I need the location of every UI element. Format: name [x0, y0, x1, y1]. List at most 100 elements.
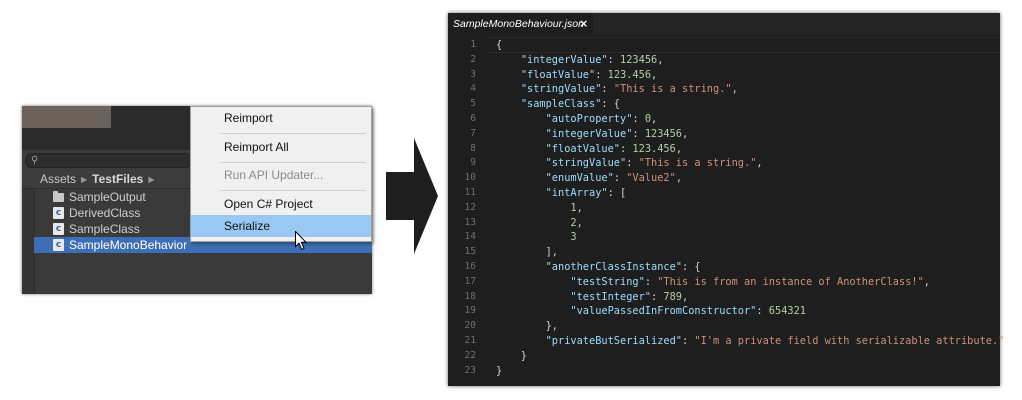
search-input[interactable]: ⚲: [25, 153, 192, 168]
code-line: 22 }: [448, 349, 1000, 364]
code-text: "autoProperty": 0,: [496, 112, 658, 127]
code-token: "floatValue": [545, 142, 621, 155]
code-token: "autoProperty": [545, 112, 633, 125]
code-token: ,: [675, 142, 683, 155]
menu-item-reimport-all[interactable]: Reimport All: [191, 136, 371, 158]
breadcrumb-chevron-icon: ▶: [81, 175, 88, 184]
asset-label: SampleOutput: [69, 190, 146, 204]
line-number: 6: [470, 112, 476, 124]
tab-samplemonobehaviour-json[interactable]: SampleMonoBehaviour.json ×: [448, 13, 593, 35]
code-text: "testString": "This is from an instance …: [496, 275, 930, 290]
code-token: :: [601, 83, 614, 96]
menu-item-serialize[interactable]: Serialize: [191, 215, 371, 237]
menu-item-run-api-updater[interactable]: Run API Updater...: [191, 164, 371, 186]
code-line: 17 "testString": "This is from an instan…: [448, 275, 1000, 290]
code-token: ,: [651, 112, 658, 125]
code-line: 13 2,: [448, 216, 1000, 231]
line-number: 8: [470, 142, 476, 154]
menu-item-open-csharp-project[interactable]: Open C# Project: [191, 193, 371, 215]
code-token: "This is a string.": [613, 83, 732, 96]
line-number: 17: [464, 275, 476, 287]
code-text: "anotherClassInstance": {: [496, 260, 701, 275]
line-number: 4: [470, 83, 476, 95]
search-icon: ⚲: [31, 155, 39, 166]
code-token: "Value2": [626, 172, 676, 185]
line-number: 16: [464, 260, 476, 272]
code-token: [496, 54, 521, 66]
code-token: "sampleClass": [520, 98, 602, 111]
code-text: ],: [496, 245, 558, 260]
asset-row[interactable]: c DerivedClass: [34, 205, 372, 221]
line-number: 22: [464, 349, 476, 361]
code-token: ,: [756, 157, 763, 170]
breadcrumb-assets[interactable]: Assets: [40, 172, 77, 186]
code-token: {: [496, 39, 503, 51]
code-text: "valuePassedInFromConstructor": 654321: [496, 304, 806, 319]
code-area[interactable]: 1{2 "integerValue": 123456,3 "floatValue…: [448, 38, 1005, 378]
code-token: "anotherClassInstance": [545, 260, 682, 273]
line-number: 19: [464, 305, 476, 317]
code-token: :: [682, 334, 695, 347]
code-line: 12 1,: [448, 201, 1000, 216]
csharp-script-icon: c: [53, 223, 64, 235]
code-token: "enumValue": [545, 172, 614, 185]
code-token: [496, 143, 546, 155]
code-token: "privateButSerialized": [545, 334, 682, 347]
code-line: 6 "autoProperty": 0,: [448, 112, 1000, 127]
line-number: 3: [470, 68, 476, 80]
code-token: ,: [576, 201, 583, 214]
code-text: }: [496, 349, 527, 364]
csharp-script-icon: c: [53, 207, 64, 219]
code-token: 0: [644, 112, 652, 125]
code-token: 1: [570, 201, 577, 214]
code-token: "floatValue": [520, 68, 596, 81]
code-token: [496, 217, 570, 229]
code-token: [496, 98, 521, 110]
code-token: "integerValue": [545, 127, 633, 140]
code-token: "testString": [570, 275, 645, 288]
code-token: "stringValue": [545, 157, 627, 170]
code-text: 1,: [496, 201, 583, 216]
code-token: [496, 276, 570, 288]
code-text: "stringValue": "This is a string.",: [496, 82, 738, 97]
code-line: 9 "stringValue": "This is a string.",: [448, 156, 1000, 171]
code-token: ],: [496, 246, 558, 259]
csharp-script-icon: c: [53, 239, 64, 251]
code-token: [496, 291, 570, 303]
code-token: [496, 202, 570, 214]
code-token: 123456: [620, 53, 658, 66]
code-line: 7 "integerValue": 123456,: [448, 127, 1000, 142]
code-token: :: [651, 290, 664, 303]
code-line: 15 ],: [448, 245, 1000, 260]
line-number: 5: [470, 98, 476, 110]
close-icon[interactable]: ×: [579, 17, 589, 30]
tab-title: SampleMonoBehaviour.json: [453, 18, 584, 30]
code-token: :: [632, 112, 645, 125]
code-token: }: [496, 349, 527, 362]
code-token: 2: [570, 216, 577, 229]
code-token: "stringValue": [520, 83, 602, 96]
code-token: "This is a string.": [638, 157, 757, 170]
line-number: 14: [464, 231, 476, 243]
menu-item-reimport[interactable]: Reimport: [191, 107, 371, 129]
code-token: [496, 261, 546, 273]
code-token: [496, 128, 546, 140]
line-number: 1: [470, 39, 476, 50]
code-text: "integerValue": 123456,: [496, 53, 664, 68]
context-menu: Reimport Reimport All Run API Updater...…: [190, 106, 372, 242]
asset-label: DerivedClass: [69, 206, 141, 220]
code-line: 5 "sampleClass": {: [448, 97, 1000, 112]
asset-row[interactable]: SampleOutput: [34, 189, 372, 205]
menu-item-label: Open C# Project: [224, 197, 313, 211]
code-token: [496, 113, 546, 125]
code-text: },: [496, 319, 558, 334]
code-token: "I'm a private field with serializable a…: [694, 334, 1005, 347]
breadcrumb-testfiles[interactable]: TestFiles: [92, 172, 144, 186]
line-number: 18: [464, 290, 476, 302]
line-number: 9: [470, 157, 476, 169]
code-line: 2 "integerValue": 123456,: [448, 53, 1000, 68]
code-token: :: [595, 68, 608, 81]
code-line: 20 },: [448, 319, 1000, 334]
breadcrumb: Assets▶TestFiles▶: [40, 170, 159, 188]
